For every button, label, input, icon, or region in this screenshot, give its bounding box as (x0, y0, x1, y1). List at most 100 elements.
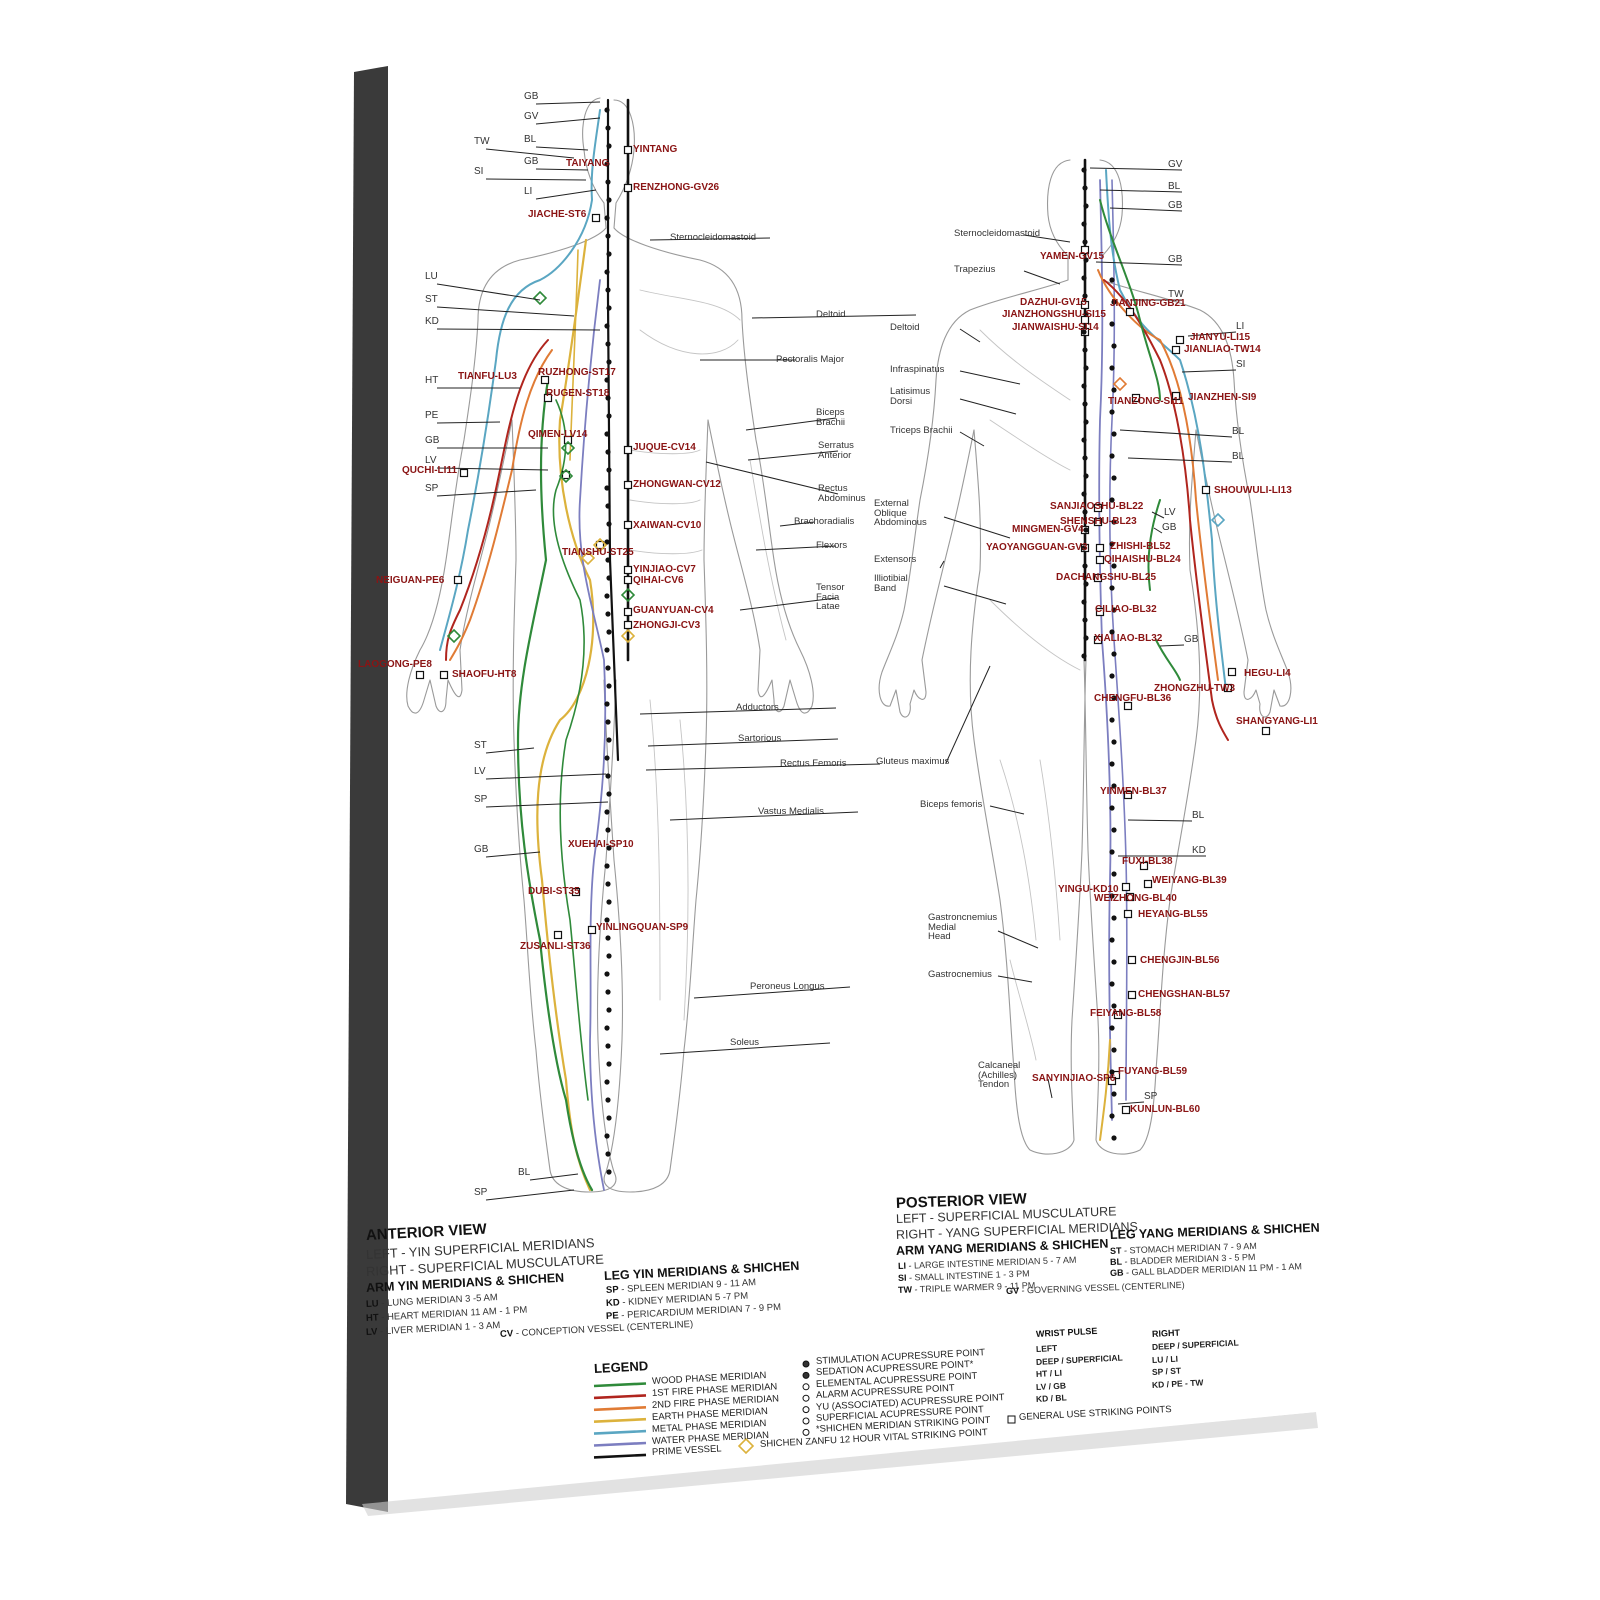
anterior-meridian-label-1: GV (524, 111, 539, 122)
posterior-bl-dot-11 (1111, 519, 1117, 525)
anterior-point-label-10: ZHONGWAN-CV12 (633, 479, 721, 490)
anterior-leader-13 (436, 467, 549, 471)
posterior-point-label-10: SANJIAOSHU-BL22 (1050, 501, 1144, 512)
anterior-gv-dot-49 (605, 989, 611, 995)
legend-swatch-0 (593, 1382, 647, 1388)
anterior-gv-dot-35 (606, 737, 612, 743)
wrist-pulse-right-2: SP / ST (1151, 1365, 1182, 1377)
anterior-gv-dot-38 (606, 791, 612, 797)
anterior-gv-dot-4 (605, 179, 611, 185)
posterior-point-square-6 (1171, 345, 1181, 355)
posterior-bl-dot-7 (1111, 431, 1117, 437)
anterior-gv-dot-24 (604, 539, 610, 545)
posterior-arm-abbr-2: TW (897, 1284, 913, 1295)
posterior-leader-11 (1159, 644, 1185, 647)
anterior-point-label-23: ZUSANLI-ST36 (520, 941, 591, 952)
posterior-gv-dot-20 (1083, 527, 1089, 533)
anterior-point-label-13: YINJIAO-CV7 (633, 564, 696, 575)
posterior-meridian-label-5: LI (1236, 321, 1245, 332)
posterior-point-label-6: JIANLIAO-TW14 (1184, 344, 1261, 355)
anterior-muscle-label-7: Flexors (816, 540, 848, 551)
anterior-meridian-label-4: GB (524, 156, 539, 167)
posterior-point-square-33 (1107, 1076, 1117, 1086)
anterior-gv-dot-29 (606, 629, 612, 635)
anterior-muscle-leader-8 (739, 597, 837, 611)
anterior-point-square-18 (595, 540, 605, 550)
anterior-diamond-7 (580, 550, 596, 566)
posterior-leader-3 (1095, 261, 1183, 266)
posterior-bl-dot-25 (1111, 827, 1117, 833)
posterior-point-label-25: WEIYANG-BL39 (1152, 875, 1227, 886)
anterior-body-outline-0 (406, 97, 607, 714)
anterior-meridian-label-3: BL (524, 134, 537, 145)
posterior-muscle-leader-12 (997, 975, 1033, 983)
posterior-point-square-20 (1223, 683, 1233, 693)
anterior-meridian-label-20: SP (474, 1187, 488, 1198)
anterior-meridian-label-17: SP (474, 794, 488, 805)
posterior-muscle-label-10: Biceps femoris (920, 799, 983, 810)
posterior-point-square-13 (1095, 543, 1105, 553)
posterior-point-label-19: HEGU-LI4 (1244, 668, 1291, 679)
posterior-meridian-label-14: SP (1144, 1091, 1158, 1102)
anterior-point-square-0 (623, 145, 633, 155)
anterior-meridian-label-7: LU (425, 271, 438, 282)
anterior-muscle-contour-6 (679, 719, 689, 1021)
anterior-leader-0 (535, 101, 601, 105)
posterior-muscle-leader-5 (959, 431, 985, 447)
posterior-gv-dot-22 (1082, 563, 1088, 569)
posterior-point-label-26: YINGU-KD10 (1058, 884, 1119, 895)
anterior-meridian-label-2: TW (474, 136, 490, 147)
wrist-pulse-left-2: HT / LI (1035, 1367, 1063, 1379)
anterior-point-label-4: TIANFU-LU3 (458, 371, 517, 382)
anterior-point-square-20 (553, 930, 563, 940)
posterior-muscle-label-7: Extensors (874, 554, 917, 565)
anterior-muscle-label-0: Sternocleidomastoid (670, 232, 757, 243)
posterior-muscle-leader-8 (943, 585, 1007, 605)
posterior-bl-dot-6 (1109, 409, 1115, 415)
posterior-gv-dot-12 (1081, 383, 1087, 389)
anterior-point-label-14: QIHAI-CV6 (633, 575, 684, 586)
posterior-point-label-2: JIANZHONGSHU-SI15 (1002, 309, 1106, 320)
anterior-gv-dot-45 (604, 917, 610, 923)
posterior-muscle-leader-3 (959, 370, 1021, 385)
posterior-muscle-label-2: Deltoid (890, 322, 920, 333)
anterior-muscle-leader-10 (647, 738, 839, 747)
posterior-leader-2 (1109, 207, 1183, 212)
posterior-muscle-label-5: Triceps Brachii (890, 425, 953, 436)
anterior-gv-dot-53 (606, 1061, 612, 1067)
anterior-point-label-19: SHAOFU-HT8 (452, 669, 517, 680)
posterior-meridian-label-2: GB (1168, 200, 1183, 211)
posterior-point-square-1 (1080, 300, 1090, 310)
posterior-muscle-label-0: Sternocleidomastoid (954, 228, 1041, 239)
anterior-gv-dot-39 (604, 809, 610, 815)
posterior-li-meridian (1105, 169, 1227, 691)
legend-point-symbol-4 (802, 1406, 810, 1414)
anterior-body-outline-3 (603, 419, 709, 1193)
posterior-point-label-16: DACHANGSHU-BL25 (1056, 572, 1157, 583)
anterior-point-square-6 (623, 575, 633, 585)
posterior-muscle-label-12: Gastrocnemius (928, 969, 992, 980)
posterior-bl-dot-35 (1111, 1047, 1117, 1053)
anterior-point-label-15: NEIGUAN-PE6 (376, 575, 445, 586)
anterior-point-label-7: QIMEN-LV14 (528, 429, 588, 440)
posterior-bl-dot-38 (1109, 1113, 1115, 1119)
posterior-gv-dot-6 (1081, 275, 1087, 281)
posterior-gv-dot-25 (1082, 617, 1088, 623)
posterior-muscle-label-3: Infraspinatus (890, 364, 945, 375)
anterior-point-square-21 (587, 925, 597, 935)
anterior-leader-7 (436, 283, 541, 301)
posterior-point-label-17: CILIAO-BL32 (1095, 604, 1157, 615)
posterior-muscle-contour-4 (1039, 759, 1061, 941)
posterior-muscle-leader-11 (997, 930, 1039, 949)
posterior-point-label-33: SANYINJIAO-SP6 (1032, 1073, 1116, 1084)
anterior-muscle-leader-7 (755, 545, 837, 551)
anterior-gv-dot-27 (604, 593, 610, 599)
anterior-body-outline-2 (613, 99, 814, 714)
posterior-point-square-26 (1121, 882, 1131, 892)
posterior-bl-dot-26 (1109, 849, 1115, 855)
anterior-point-square-8 (623, 620, 633, 630)
posterior-bl-dot-5 (1111, 387, 1117, 393)
posterior-point-label-31: FEIYANG-BL58 (1090, 1008, 1162, 1019)
anterior-cv-abbr: CV (499, 1328, 514, 1340)
